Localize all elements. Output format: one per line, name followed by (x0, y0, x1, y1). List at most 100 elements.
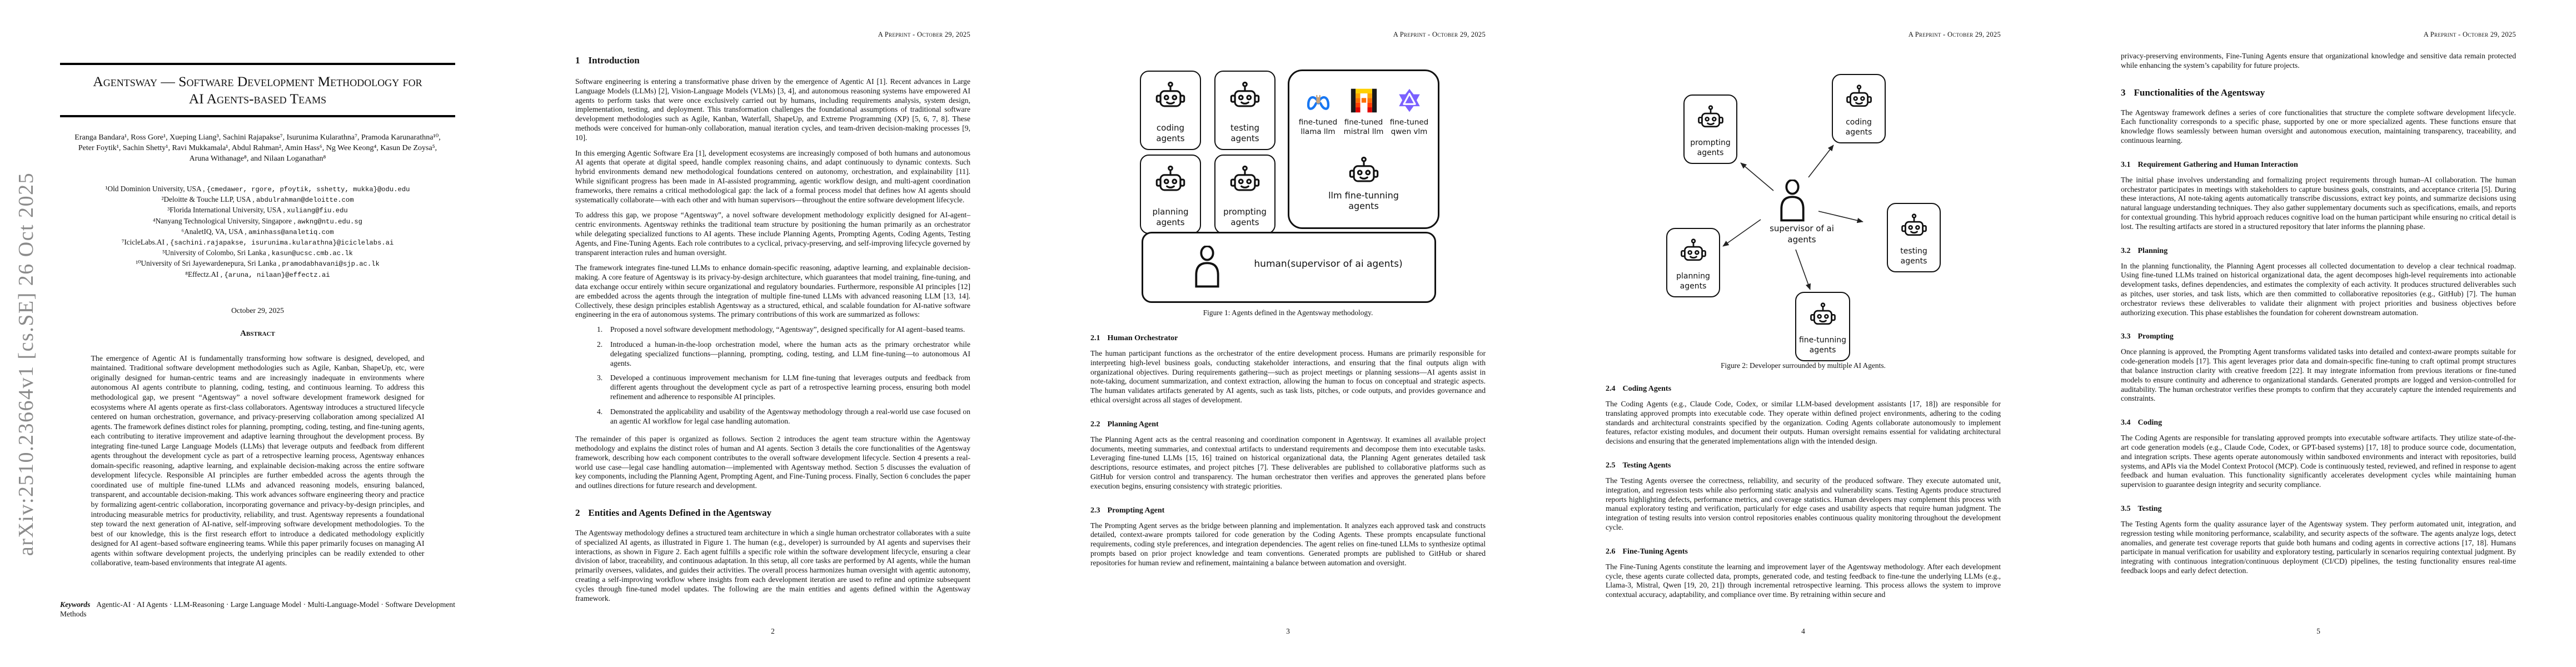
paragraph: The Agentsway methodology defines a stru… (575, 529, 970, 603)
paragraph: The framework integrates fine-tuned LLMs… (575, 263, 970, 319)
affiliation-line: ⁸Effectz.AI , {aruna, nilaan}@effectz.ai (185, 270, 330, 279)
robot-icon (1155, 165, 1185, 191)
person-icon (1780, 178, 1805, 222)
robot-icon (1901, 213, 1927, 236)
paragraph: The human participant functions as the o… (1090, 349, 1486, 404)
robot-icon (1680, 238, 1706, 261)
figure-2: prompting agents coding agents tes (1666, 74, 1941, 361)
testing-agents-card: testing agents (1214, 71, 1275, 150)
list-item: 1.Proposed a novel software development … (597, 325, 965, 334)
paragraph: The Testing Agents oversee the correctne… (1606, 476, 2001, 531)
paragraph: In this emerging Agentic Software Era [1… (575, 148, 970, 204)
contribution-list: 1.Proposed a novel software development … (575, 325, 970, 426)
abstract-text: The emergence of Agentic AI is fundament… (91, 354, 425, 568)
running-header: A Preprint - October 29, 2025 (878, 31, 970, 38)
page-1: arXiv:2510.23664v1 [cs.SE] 26 Oct 2025 A… (0, 0, 515, 667)
list-item: 4.Demonstrated the applicability and usa… (597, 407, 970, 425)
running-header: A Preprint - October 29, 2025 (1908, 31, 2001, 38)
qwen-model: fine-tuned qwen vlm (1388, 87, 1430, 137)
affiliation-line: ⁶AnaletIQ, VA, USA , aminhass@analetiq.c… (181, 227, 334, 236)
paper-title: Agentsway — Software Development Methodo… (93, 73, 422, 107)
planning-agents-card: planning agents (1140, 155, 1201, 234)
llama-model: fine-tuned llama llm (1297, 87, 1339, 137)
llm-fine-tuning-agent: llm fine-tunning agents (1289, 155, 1438, 211)
affiliations: ¹Old Dominion University, USA , {cmedawe… (60, 184, 455, 280)
paragraph: The Fine-Tuning Agents constitute the le… (1606, 562, 2001, 599)
figure-1-caption: Figure 1: Agents defined in the Agentswa… (1203, 308, 1373, 317)
paragraph: Software engineering is entering a trans… (575, 77, 970, 142)
testing-agents-card: testing agents (1887, 203, 1941, 272)
supervisor-label: supervisor of ai agents (1770, 223, 1834, 245)
paragraph: The remainder of this paper is organized… (575, 435, 970, 490)
title-rule-bottom (60, 115, 455, 117)
abstract-heading: Abstract (240, 328, 275, 338)
page-number: 3 (1286, 627, 1290, 635)
arxiv-watermark: arXiv:2510.23664v1 [cs.SE] 26 Oct 2025 (14, 172, 38, 556)
author-list: Eranga Bandara¹, Ross Gore¹, Xueping Lia… (74, 133, 441, 163)
human-supervisor-box: human(supervisor of ai agents) (1142, 232, 1436, 303)
robot-icon (1155, 81, 1185, 107)
qwen-logo (1398, 88, 1420, 112)
page-number: 2 (771, 627, 775, 635)
robot-icon (1846, 84, 1872, 107)
affiliation-line: ⁴Nanyang Technological University, Singa… (152, 216, 362, 226)
affiliation-line: ⁷IcicleLabs.AI , {sachini.rajapakse, isu… (121, 238, 394, 247)
paragraph: The Coding Agents are responsible for tr… (2121, 434, 2516, 489)
affiliation-line: ⁵University of Colombo, Sri Lanka , kasu… (162, 248, 353, 258)
page-5: A Preprint - October 29, 2025 privacy-pr… (2061, 0, 2576, 667)
list-item: 3.Developed a continuous improvement mec… (597, 374, 970, 401)
page-3: A Preprint - October 29, 2025 coding age… (1030, 0, 1546, 667)
affiliation-line: ³Florida International University, USA ,… (167, 206, 348, 215)
paragraph: To address this gap, we propose “Agentsw… (575, 211, 970, 257)
llm-fine-tuning-box: fine-tuned llama llm fine-tu (1288, 69, 1439, 229)
paragraph: Once planning is approved, the Prompting… (2121, 347, 2516, 403)
title-rule-top (60, 63, 455, 65)
coding-agents-card: coding agents (1832, 74, 1886, 143)
page-4: A Preprint - October 29, 2025 (1546, 0, 2061, 667)
affiliation-line: ²Deloitte & Touche LLP, USA , abdulrahma… (161, 195, 354, 205)
paragraph: The initial phase involves understanding… (2121, 175, 2516, 231)
llama-logo (1307, 94, 1329, 110)
paragraph: The Agentsway framework defines a series… (2121, 108, 2516, 145)
mistral-logo (1351, 88, 1377, 113)
supervision-arrows (1722, 145, 1864, 290)
robot-icon (1349, 156, 1378, 182)
keywords-label: Keywords (60, 600, 91, 609)
robot-icon (1697, 105, 1723, 128)
page-number: 5 (2316, 627, 2320, 635)
robot-icon (1810, 302, 1836, 325)
coding-agents-card: coding agents (1140, 71, 1201, 150)
figure-1: coding agents testing agents plann (1140, 50, 1439, 303)
paper-date: October 29, 2025 (231, 306, 284, 315)
paragraph: The Planning Agent acts as the central r… (1090, 435, 1486, 490)
robot-icon (1230, 81, 1260, 107)
planning-agents-card: planning agents (1666, 228, 1720, 297)
paragraph: In the planning functionality, the Plann… (2121, 261, 2516, 317)
fine-tuning-agents-card: fine-tunning agents (1795, 292, 1850, 361)
prompting-agents-card: prompting agents (1214, 155, 1275, 234)
paragraph: The Coding Agents (e.g., Claude Code, Co… (1606, 400, 2001, 446)
supervisor-person (1777, 178, 1807, 225)
prompting-agents-card: prompting agents (1683, 94, 1737, 164)
person-icon (1195, 246, 1219, 288)
list-item: 2.Introduced a human-in-the-loop orchest… (597, 340, 970, 367)
robot-icon (1230, 165, 1260, 191)
paragraph: The Prompting Agent serves as the bridge… (1090, 521, 1486, 567)
running-header: A Preprint - October 29, 2025 (2423, 31, 2516, 38)
